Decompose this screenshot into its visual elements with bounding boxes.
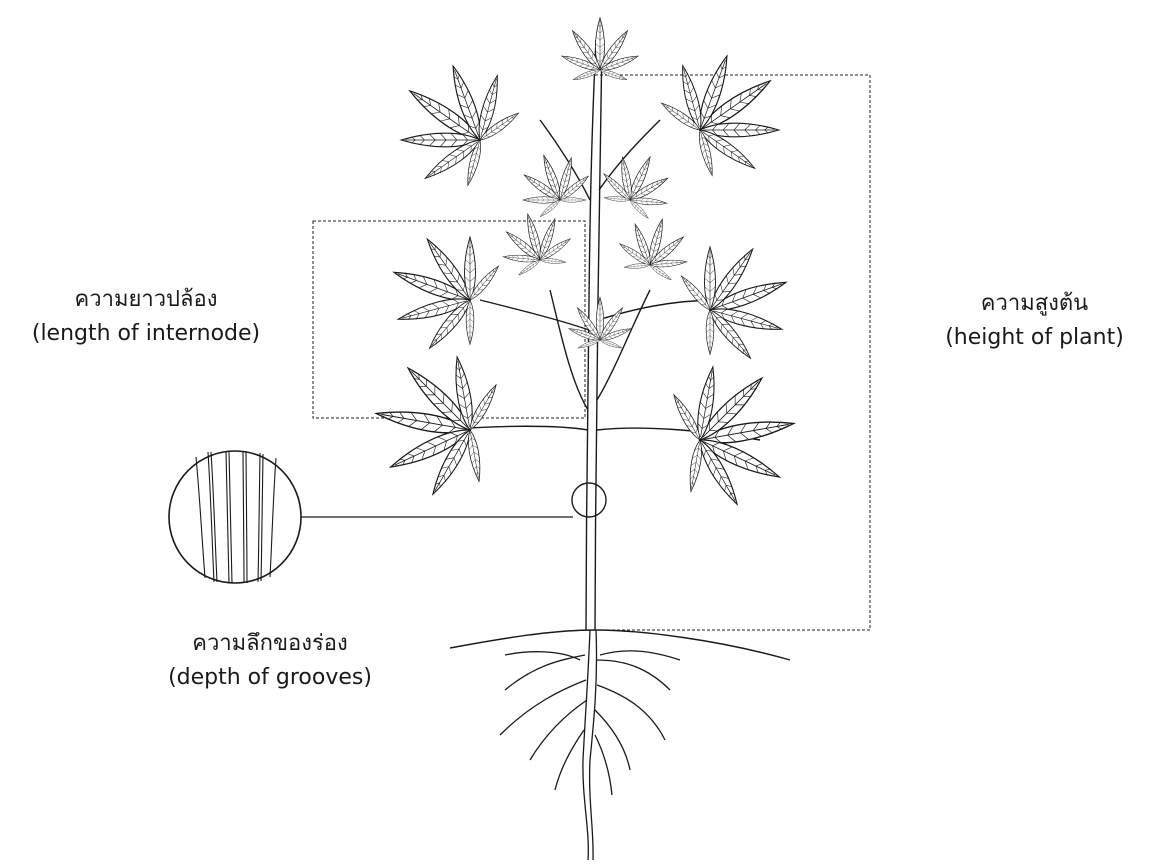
grooves-label-thai: ความลึกของร่อง (120, 627, 420, 661)
internode-label-thai: ความยาวปล้อง (0, 283, 292, 317)
stem-detail-ring (572, 483, 606, 517)
grooves-label: ความลึกของร่อง (depth of grooves) (120, 627, 420, 695)
roots (500, 630, 680, 860)
height-bracket (590, 75, 870, 630)
grooves-label-english: (depth of grooves) (120, 661, 420, 695)
height-label-english: (height of plant) (905, 321, 1164, 355)
internode-label: ความยาวปล้อง (length of internode) (0, 283, 292, 351)
height-label: ความสูงต้น (height of plant) (905, 287, 1164, 355)
ground-line (450, 630, 790, 660)
grooves-magnified (169, 451, 301, 583)
internode-label-english: (length of internode) (0, 317, 292, 351)
height-label-thai: ความสูงต้น (905, 287, 1164, 321)
leaves (364, 18, 807, 515)
